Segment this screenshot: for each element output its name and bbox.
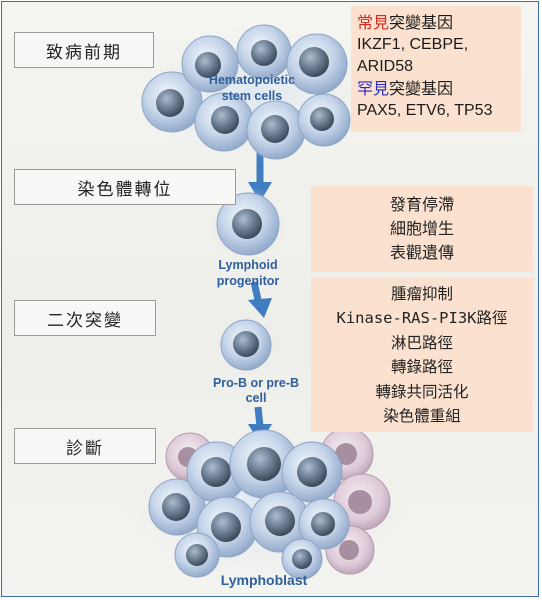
stage-box-translocation: 染色體轉位 xyxy=(14,169,236,205)
pathways-box: 腫瘤抑制 Kinase-RAS-PI3K路徑 淋巴路徑 轉錄路徑 轉錄共同活化 … xyxy=(311,278,533,432)
blast-cell xyxy=(281,441,343,503)
common-suffix: 突變基因 xyxy=(389,13,454,32)
blast-cell xyxy=(249,491,311,553)
pathway-item: 轉錄路徑 xyxy=(390,358,453,376)
hsc-cell xyxy=(141,71,203,133)
common-genes-line1: IKZF1, CEBPE, xyxy=(357,36,469,53)
blast-cell xyxy=(174,532,220,578)
rare-highlight: 罕見 xyxy=(357,79,390,98)
hsc-cell xyxy=(286,33,348,95)
pathway-item: Kinase-RAS-PI3K路徑 xyxy=(336,309,508,327)
prob-label-line2: cell xyxy=(246,391,267,405)
hsc-cell xyxy=(246,100,306,160)
hsc-label-line1: Hematopoietic xyxy=(209,73,295,87)
blast-cell xyxy=(148,478,206,536)
arrow-head-2 xyxy=(248,298,272,318)
prob-cell: Pro-B or pre-B cell xyxy=(210,314,299,405)
hsc-cell xyxy=(181,35,239,93)
functions-box: 發育停滯 細胞增生 表觀遺傳 xyxy=(311,186,533,272)
prob-label-line1: Pro-B or pre-B xyxy=(213,376,299,390)
rare-genes-line: PAX5, ETV6, TP53 xyxy=(357,102,493,119)
blast-cell xyxy=(229,429,299,499)
lymphoid-label-line1: Lymphoid xyxy=(218,258,277,272)
hsc-cell xyxy=(236,24,292,80)
pathway-item: 淋巴路徑 xyxy=(390,333,453,352)
pathway-item: 腫瘤抑制 xyxy=(390,284,453,303)
mutation-genes-box: 常見突變基因 IKZF1, CEBPE, ARID58 罕見突變基因 PAX5,… xyxy=(351,6,521,132)
function-item: 細胞增生 xyxy=(389,219,454,238)
stage-box-secondary-mutation: 二次突變 xyxy=(14,300,156,336)
pathway-item: 染色體重組 xyxy=(383,407,461,425)
function-item: 發育停滯 xyxy=(389,195,454,214)
stage-label: 二次突變 xyxy=(47,310,123,331)
arrow-prob-to-blast xyxy=(254,406,264,428)
lymphoblast-cluster: Lymphoblast xyxy=(117,427,417,588)
common-genes-line2: ARID58 xyxy=(357,58,414,75)
blast-cell xyxy=(298,498,350,550)
stage-label: 染色體轉位 xyxy=(77,179,173,200)
hsc-cell xyxy=(297,93,351,147)
hsc-label-line2: stem cells xyxy=(222,89,283,103)
common-mutations-heading: 常見突變基因 xyxy=(357,12,515,34)
lymphoblast-label: Lymphoblast xyxy=(221,572,308,588)
stage-box-prodromal: 致病前期 xyxy=(14,32,154,68)
rare-suffix: 突變基因 xyxy=(389,79,454,98)
blast-cell xyxy=(281,538,323,580)
function-item: 表觀遺傳 xyxy=(389,243,454,262)
lymphoid-label-line2: progenitor xyxy=(217,274,280,288)
common-highlight: 常見 xyxy=(357,13,390,32)
stage-label: 診斷 xyxy=(66,438,104,459)
hsc-cluster: Hematopoietic stem cells xyxy=(132,24,372,162)
lymphoid-progenitor-cell: Lymphoid progenitor xyxy=(204,187,292,288)
stage-label: 致病前期 xyxy=(46,42,122,63)
rare-mutations-heading: 罕見突變基因 xyxy=(357,78,515,100)
stage-box-diagnosis: 診斷 xyxy=(14,428,156,464)
pathway-item: 轉錄共同活化 xyxy=(375,382,469,401)
